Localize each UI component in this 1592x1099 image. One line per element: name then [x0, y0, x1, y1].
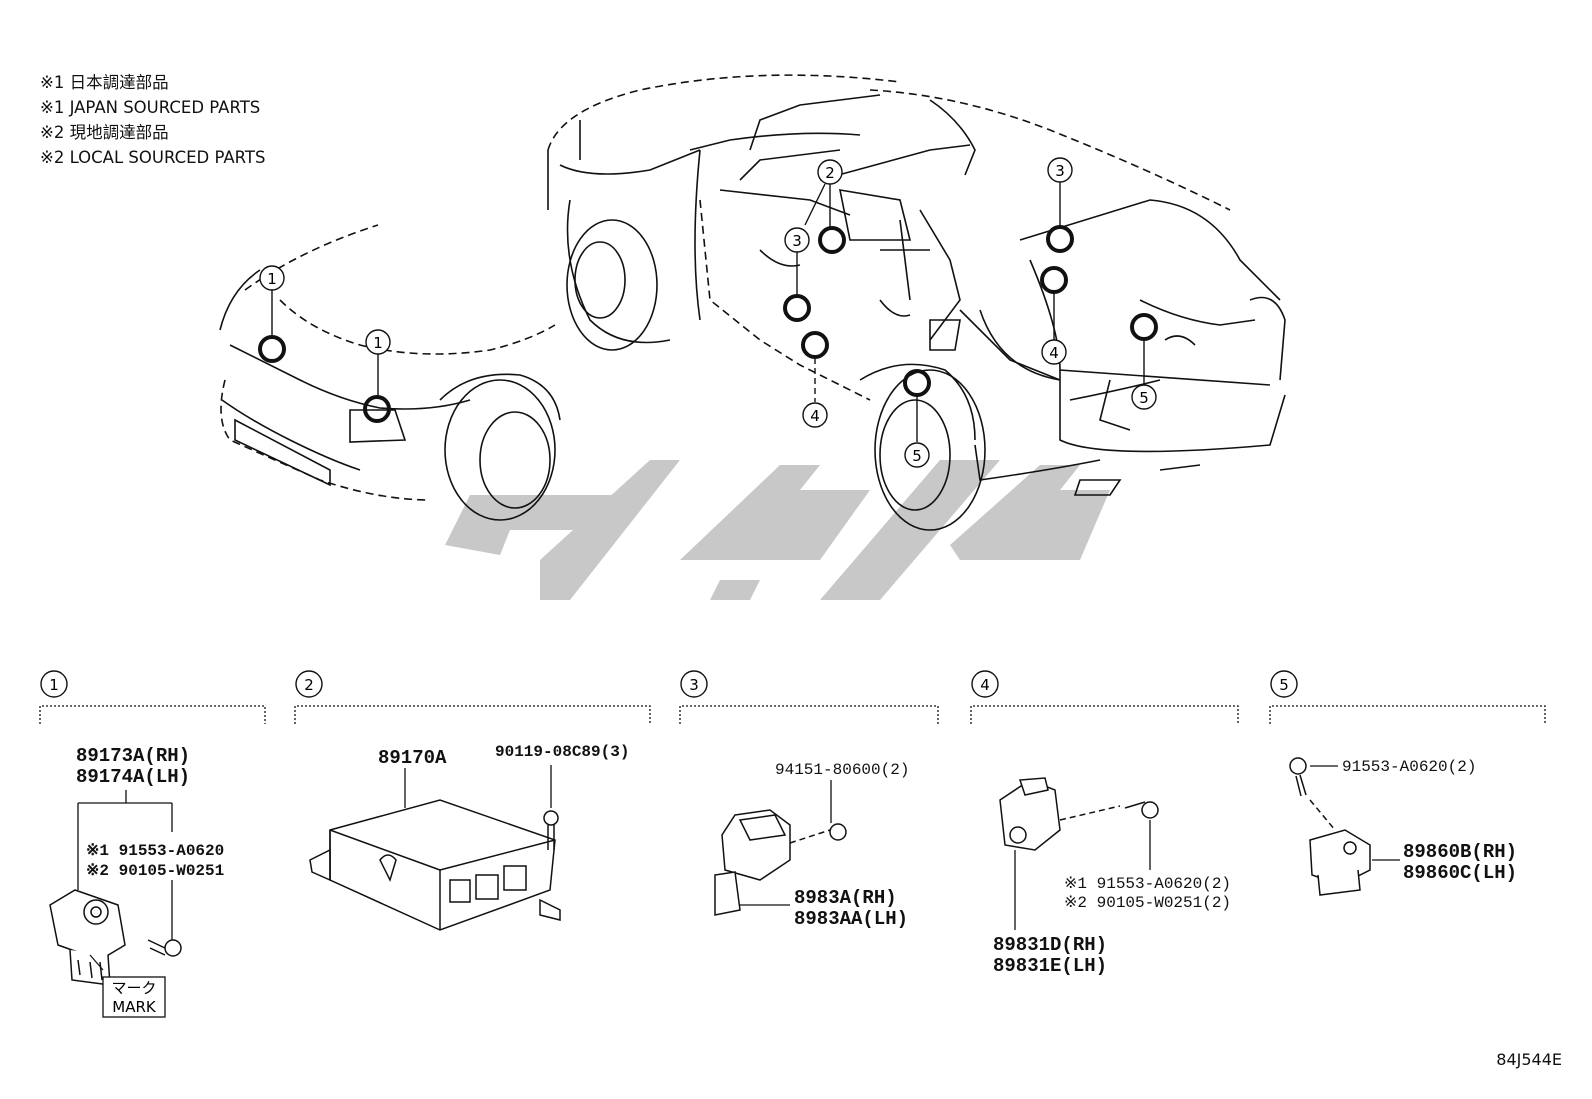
part-number: 8983A(RH) — [794, 887, 897, 909]
location-marker — [363, 395, 391, 423]
part-number: 89860C(LH) — [1403, 862, 1517, 884]
fastener-number: 91553-A0620(2) — [1342, 758, 1476, 776]
diagram-code: 84J544E — [1496, 1050, 1562, 1069]
fastener-number: ※1 91553-A0620 — [86, 842, 224, 860]
location-marker — [801, 331, 829, 359]
legend-line: ※1 日本調達部品 — [40, 73, 169, 92]
section-2: 2 89170A 90119-08C89(3) — [294, 670, 651, 931]
part-number: 89170A — [378, 747, 447, 769]
legend-line: ※2 現地調達部品 — [40, 123, 169, 142]
part-number: 89173A(RH) — [76, 745, 190, 767]
front-car-illustration — [219, 224, 561, 521]
location-marker — [1130, 313, 1158, 341]
part-number: 8983AA(LH) — [794, 908, 908, 930]
location-marker — [258, 335, 286, 363]
watermark-logo — [445, 460, 1110, 600]
location-marker — [818, 226, 846, 254]
callout-number: 5 — [1139, 389, 1149, 407]
main-car-illustration — [547, 74, 1286, 531]
hatch-sensor-drawing — [1289, 757, 1371, 896]
callout-number: 5 — [912, 447, 922, 465]
section-number: 2 — [304, 676, 314, 694]
fastener-number: 90119-08C89(3) — [495, 743, 629, 761]
part-number: 89831E(LH) — [993, 955, 1107, 977]
callout-number: 4 — [1049, 344, 1059, 362]
fastener-number: ※2 90105-W0251 — [86, 862, 224, 880]
rear-sensor-drawing — [999, 777, 1159, 851]
section-5: 5 91553-A0620(2) 89860B(RH) 89860C(LH) — [1269, 670, 1546, 896]
fastener-number: ※2 90105-W0251(2) — [1064, 894, 1231, 912]
side-sensor-drawing — [714, 809, 847, 916]
section-1: 1 89173A(RH) 89174A(LH) ※1 91553-A0620 ※… — [39, 670, 266, 1018]
section-number: 3 — [689, 676, 699, 694]
front-sensor-drawing — [49, 889, 182, 986]
mark-label-en: MARK — [112, 998, 157, 1016]
location-marker — [1046, 225, 1074, 253]
section-3: 3 94151-80600(2) 8983A(RH) 8983AA(LH) — [679, 670, 939, 930]
airbag-ecu-drawing — [309, 799, 561, 931]
section-number: 1 — [49, 676, 59, 694]
callouts: 1 1 2 3 4 5 — [258, 157, 1158, 468]
legend: ※1 日本調達部品 ※1 JAPAN SOURCED PARTS ※2 現地調達… — [40, 70, 265, 170]
legend-line: ※2 LOCAL SOURCED PARTS — [40, 148, 266, 167]
section-number: 4 — [980, 676, 990, 694]
location-marker — [1040, 266, 1068, 294]
section-number: 5 — [1279, 676, 1289, 694]
mark-label-jp: マーク — [111, 979, 156, 997]
callout-number: 4 — [810, 407, 820, 425]
part-number: 89174A(LH) — [76, 766, 190, 788]
location-marker — [783, 294, 811, 322]
callout-number: 3 — [792, 232, 802, 250]
callout-number: 3 — [1055, 162, 1065, 180]
section-4: 4 ※1 91553-A0620(2) ※2 90105-W0251(2) 89… — [970, 670, 1239, 977]
legend-line: ※1 JAPAN SOURCED PARTS — [40, 98, 261, 117]
callout-number: 1 — [373, 334, 383, 352]
mark-box — [102, 976, 166, 1018]
callout-number: 1 — [267, 270, 277, 288]
fastener-number: ※1 91553-A0620(2) — [1064, 875, 1231, 893]
location-marker — [903, 369, 931, 397]
fastener-number: 94151-80600(2) — [775, 761, 909, 779]
part-number: 89860B(RH) — [1403, 841, 1517, 863]
part-number: 89831D(RH) — [993, 934, 1107, 956]
callout-number: 2 — [825, 164, 835, 182]
